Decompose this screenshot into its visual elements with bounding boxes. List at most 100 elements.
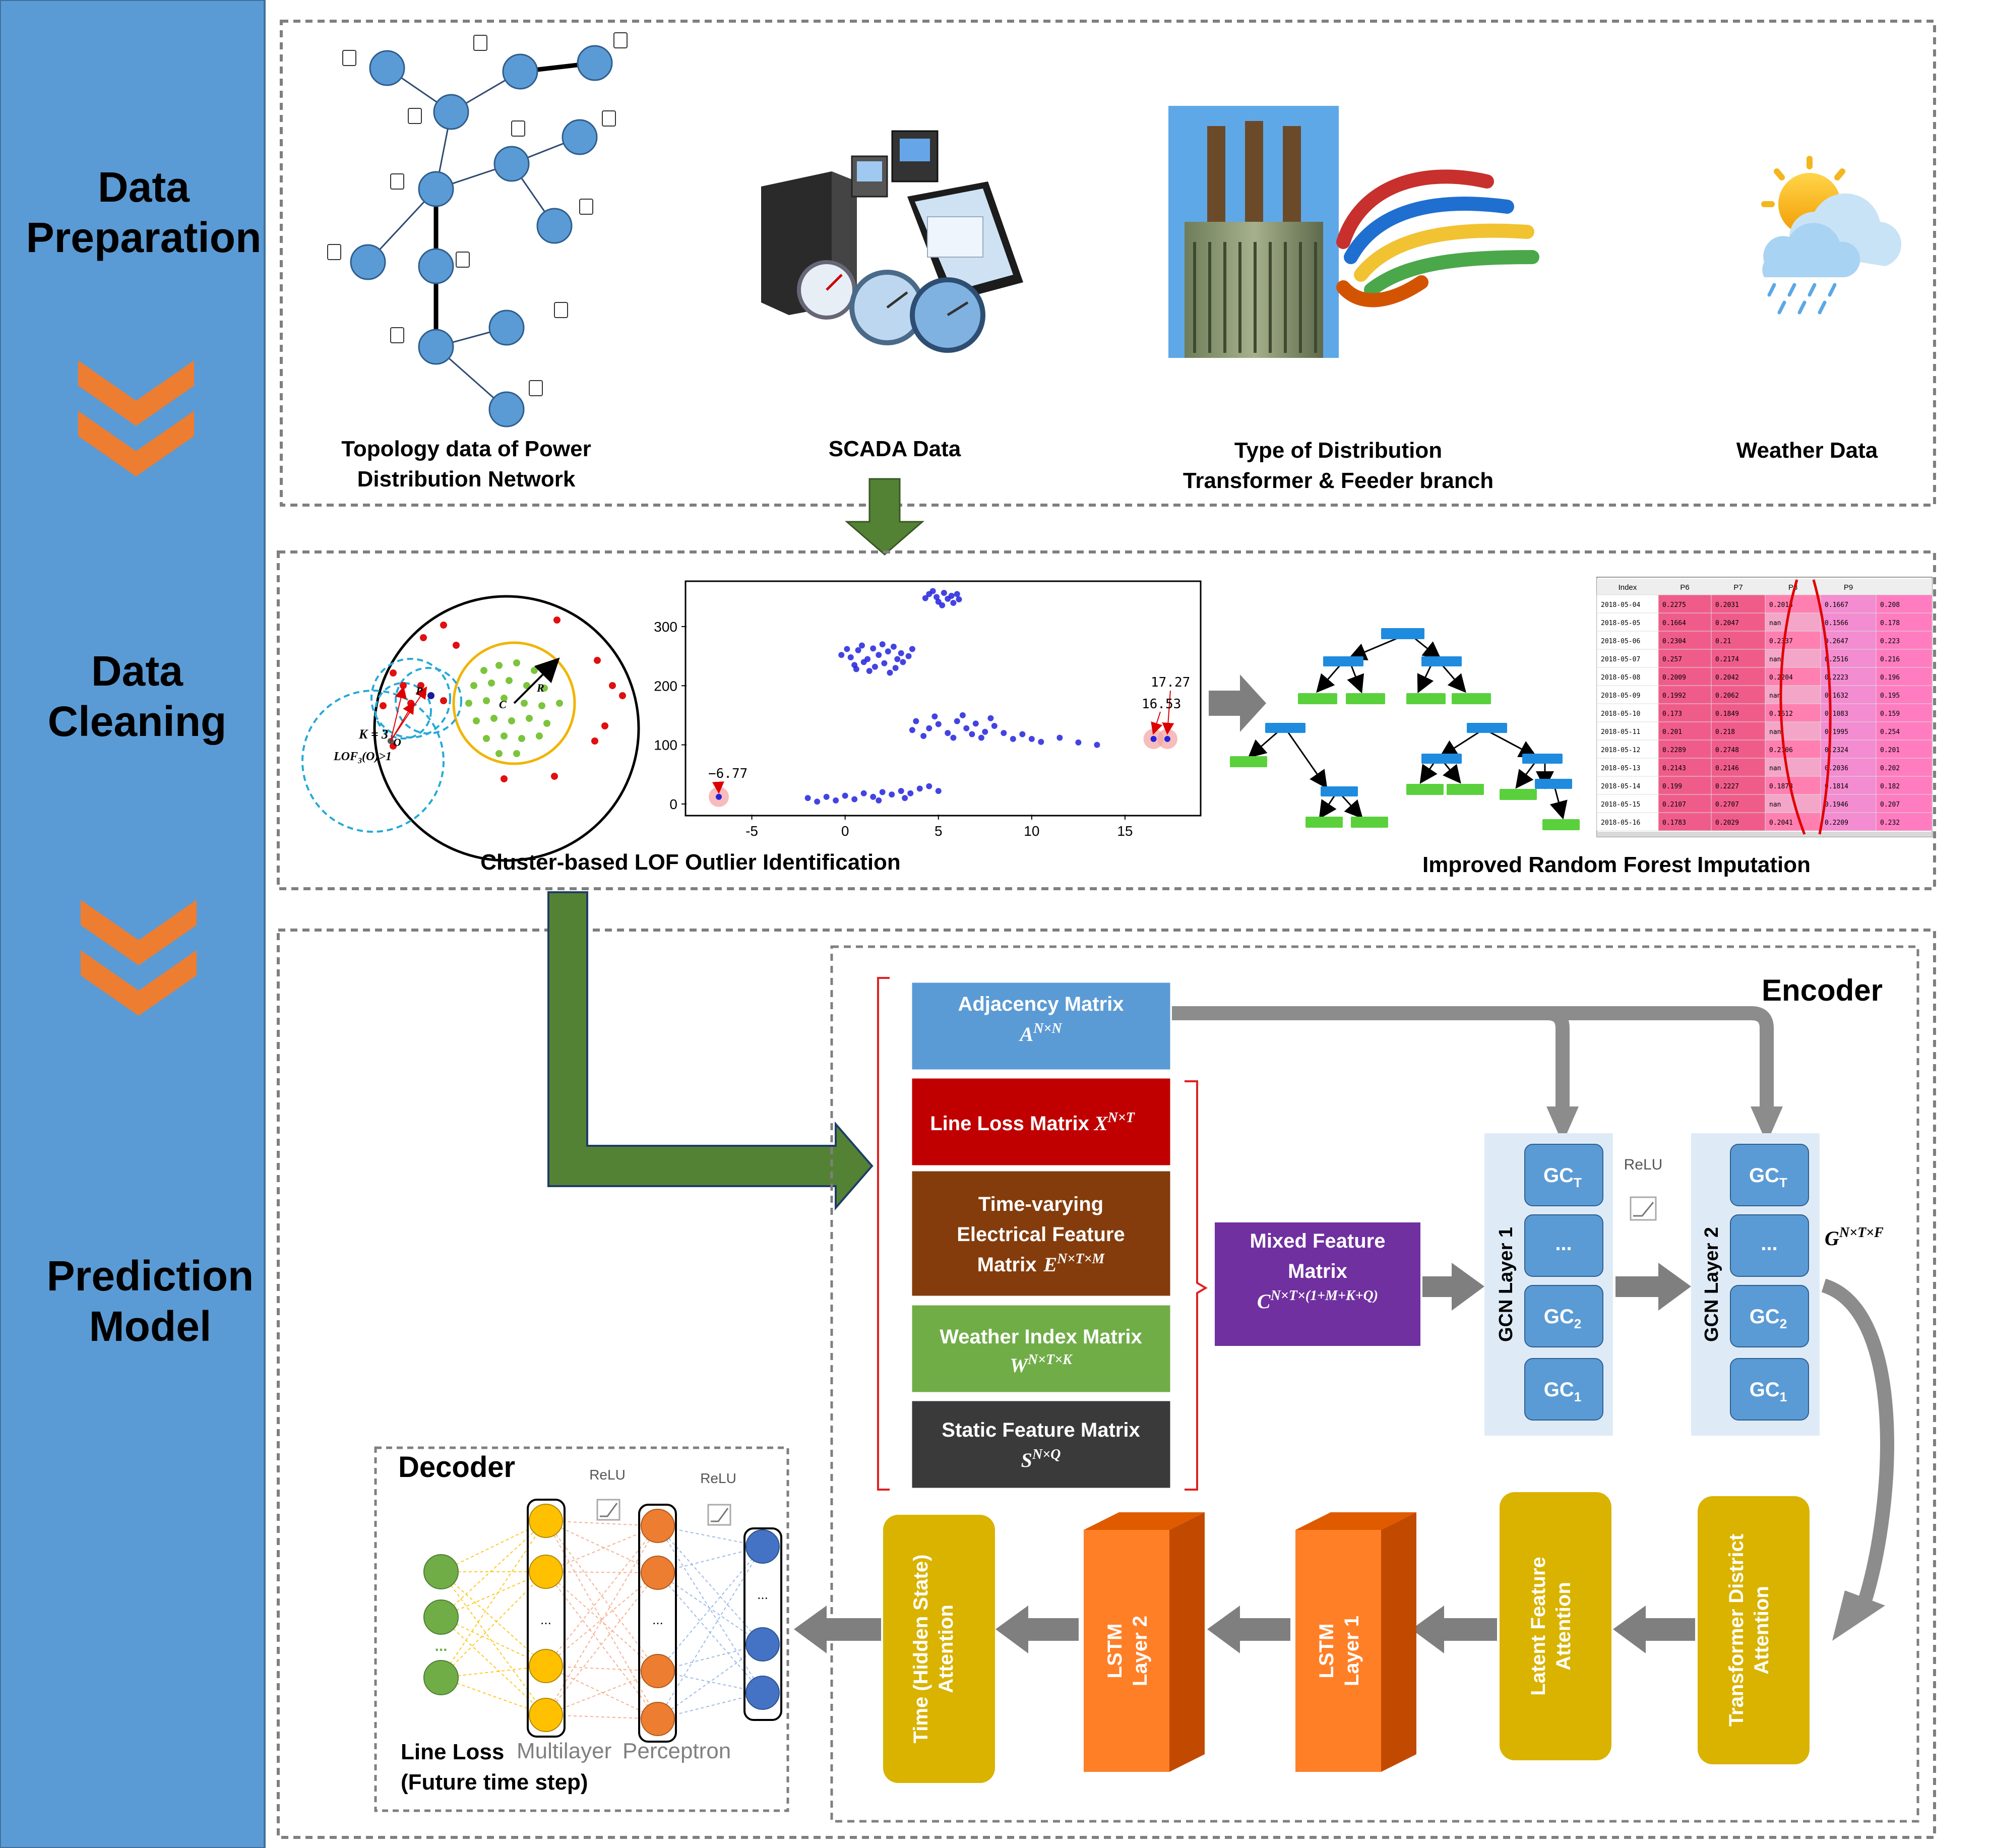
gc-2-node: GC2 [1750,1306,1787,1331]
scatter-point [959,712,966,718]
table-cell: 0.182 [1880,783,1900,790]
table-cell-bg [1765,721,1821,741]
flow-arrow-prep-to-clean [844,478,925,556]
table-header-cell: P7 [1733,583,1743,592]
table-row-index: 2018-05-13 [1601,765,1640,772]
table-cell: 0.1849 [1715,710,1739,718]
outlier-label-mid: 16.53 [1142,697,1181,712]
table-cell: 0.2042 [1715,674,1739,682]
scatter-point [978,734,984,741]
stage-label-prep-1: Data [98,163,190,211]
chevron-down-icon [78,360,194,476]
transformer-district-attention-box: Transformer District Attention [1698,1496,1810,1764]
outlier-label-right: 17.27 [1151,675,1190,690]
table-cell-bg [1765,703,1821,722]
mlp-edge [441,1520,546,1678]
adjacency-flow-arrows [1172,1006,1783,1143]
outlier-pointer [712,781,724,794]
feeder-cables-image [1336,169,1539,307]
gc-1-node: GC1 [1544,1379,1581,1404]
table-cell: 0.2304 [1662,638,1686,645]
table-cell: 0.21 [1715,638,1731,645]
table-cell: 0.216 [1880,656,1900,663]
scatter-point [851,796,858,803]
x-tick-label: 5 [935,823,943,839]
scatter-point [876,797,882,804]
topology-caption-1: Topology data of Power [341,437,591,461]
scatter-point [887,669,893,676]
table-cell: 0.178 [1880,620,1900,627]
chevron-down-icon [81,900,197,1016]
table-cell: nan [1769,692,1781,700]
table-cell: nan [1769,728,1781,736]
lof-illustration: K = 3 LOF3(O)>1 O P C R [301,595,640,862]
scatter-point [833,797,839,804]
adjacency-label: Adjacency Matrix [958,993,1124,1015]
scatter-point [876,652,882,658]
table-cell-bg [1596,721,1659,741]
table-cell: 0.1083 [1825,710,1848,718]
topology-graph [327,32,628,427]
gc-2-node: GC2 [1544,1306,1581,1331]
mlp-network: ... ... ... ... [423,1499,782,1743]
scatter-point [1094,742,1100,748]
static-feature-label: Static Feature Matrix [942,1419,1140,1441]
table-header-cell: P6 [1680,583,1689,592]
table-cell-bg [1711,612,1766,632]
flow-arrow-transformer-to-latent [1613,1606,1695,1653]
decoder-relu-1: ReLU [589,1467,626,1483]
table-row-index: 2018-05-16 [1601,819,1640,827]
gc-dots-node: ... [1761,1233,1777,1255]
scatter-point [866,667,873,674]
scatter-point [902,795,908,802]
table-cell: nan [1769,656,1781,663]
table-cell: 0.2031 [1715,601,1739,609]
scatter-point [889,791,895,798]
table-cell: 0.2107 [1662,801,1686,809]
prediction-panel [277,929,1936,1839]
scatter-point [920,732,927,739]
scatter-point [858,642,865,649]
mixed-feature-line1: Mixed Feature [1250,1230,1386,1252]
gcn-output-symbol: GN×T×F [1825,1225,1884,1250]
table-cell-bg [1596,631,1659,650]
encoder-title: Encoder [1762,973,1883,1007]
table-cell: 0.2047 [1715,620,1739,627]
table-cell: 0.2647 [1825,638,1848,645]
table-cell-bg [1765,740,1821,759]
scatter-point [1028,735,1035,742]
scatter-point [894,656,901,662]
scatter-point [838,652,845,658]
scatter-point [860,659,867,665]
lof-c-label: C [499,698,507,711]
table-cell-bg [1596,703,1659,722]
table-cell: 0.232 [1880,819,1900,827]
scatter-point [939,602,946,608]
scatter-point [881,660,888,666]
table-cell: 0.201 [1880,747,1900,754]
table-cell: 0.202 [1880,765,1900,772]
table-cell-bg [1596,594,1659,613]
gcn-layer-2: GCN Layer 2 GCT ... GC2 GC1 [1691,1133,1820,1436]
table-row-index: 2018-05-12 [1601,747,1640,754]
table-cell: 0.223 [1880,638,1900,645]
scatter-point [935,721,942,727]
mixed-feature-symbol: CN×T×(1+M+K+Q) [1257,1288,1378,1313]
topology-caption-2: Distribution Network [357,467,576,491]
scatter-point [855,647,861,653]
table-cell: 0.1783 [1662,819,1686,827]
scatter-point [860,790,867,796]
table-row-index: 2018-05-14 [1601,783,1640,790]
y-tick-label: 200 [654,678,677,694]
table-row-index: 2018-05-11 [1601,728,1640,736]
scatter-point [907,790,914,796]
lof-caption: Cluster-based LOF Outlier Identification [480,850,901,875]
scatter-point [916,785,923,792]
table-cell: 0.199 [1662,783,1682,790]
scatter-point [909,727,915,733]
scatter-point [1038,738,1044,745]
flow-arrow-latent-to-lstm1 [1411,1606,1497,1653]
adjacency-symbol: AN×N [1018,1021,1063,1045]
